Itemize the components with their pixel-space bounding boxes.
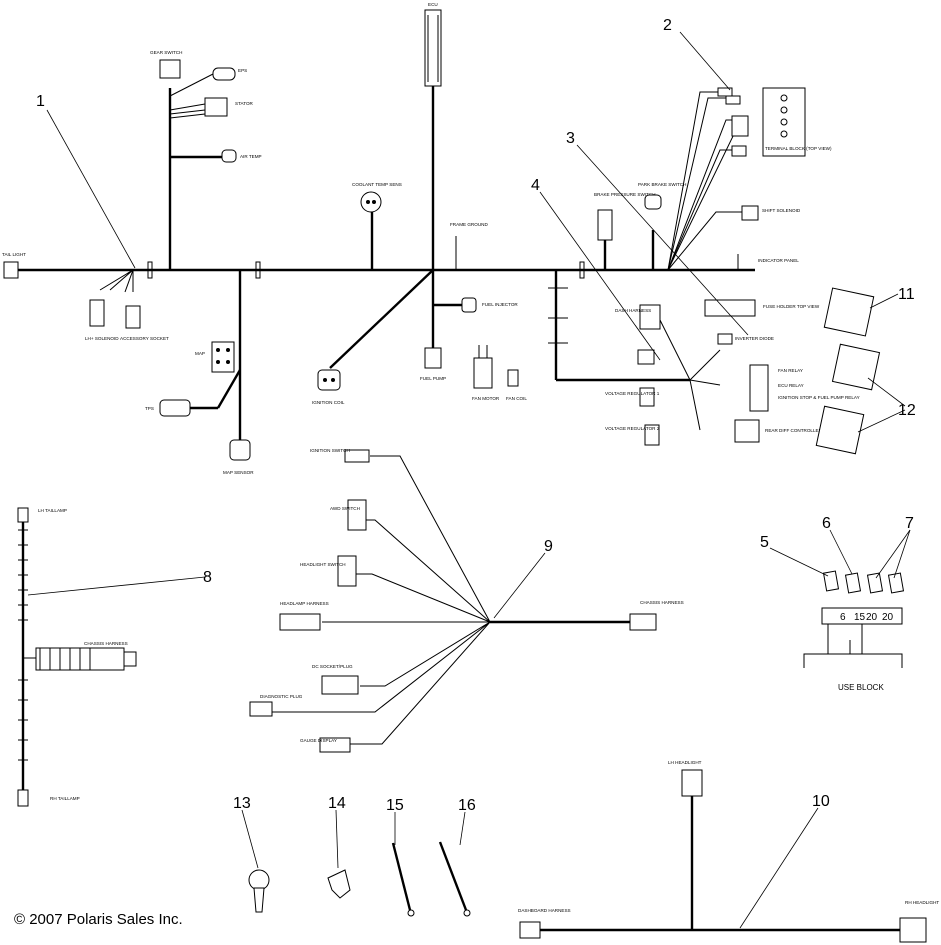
dc-socket-label: DC SOCKET/PLUG (312, 664, 353, 669)
ignition-coil: IGNITION COIL (312, 369, 345, 405)
fuel-pump-label: FUEL PUMP (420, 376, 446, 381)
shift-solenoid-label: SHIFT SOLENOID (762, 208, 801, 213)
ecu-connector: ECU (424, 2, 442, 87)
lh-taillamp-label: LH TAILLAMP (38, 508, 67, 513)
copyright-text: © 2007 Polaris Sales Inc. (14, 911, 183, 928)
gear-switch-group: GEAR SWITCH EPS STATOR AIR TEMP (150, 50, 262, 163)
indicator-panel-label: INDICATOR PANEL (758, 258, 799, 263)
fuse-value-3: 20 (866, 612, 878, 623)
voltage-reg-1-label: VOLTAGE REGULATOR 1 (605, 391, 660, 396)
loose-parts (248, 841, 471, 917)
park-brake-label: PARK BRAKE SWITCH (638, 182, 686, 187)
fan-relay-label: FAN RELAY (778, 368, 803, 373)
headlamp-harness-label: HEADLAMP HARNESS (280, 601, 329, 606)
fuse-value-1: 6 (840, 612, 846, 623)
callout-5: 5 (760, 534, 769, 551)
callout-leaders (46, 31, 911, 929)
map-tps-group: MAP TPS MAP SENSOR (145, 341, 254, 475)
callout-13: 13 (233, 795, 251, 812)
inverter-diode-label: INVERTER DIODE (735, 336, 774, 341)
callout-15: 15 (386, 797, 404, 814)
ignition-relay-label: IGNITION STOP & FUEL PUMP RELAY (778, 395, 860, 400)
accessory-socket-label: ACCESSORY SOCKET (120, 336, 169, 341)
diagnostic-plug-label: DIAGNOSTIC PLUG (260, 694, 303, 699)
fuel-injector: FUEL INJECTOR (461, 297, 518, 313)
headlight-harness: LH HEADLIGHT DASHBOARD HARNESS RH HEADLI… (518, 760, 939, 943)
tps-label: TPS (145, 406, 154, 411)
rear-diff-label: REAR DIFF CONTROLLER (765, 428, 823, 433)
frame-ground-label: FRAME GROUND (450, 222, 488, 227)
callout-11: 11 (898, 286, 915, 303)
lh-headlight-label: LH HEADLIGHT (668, 760, 702, 765)
awd-switch-label: AWD SWITCH (330, 506, 360, 511)
terminal-block-label: TERMINAL BLOCK (TOP VIEW) (765, 146, 832, 151)
callout-1: 1 (36, 93, 45, 110)
gear-switch-label: GEAR SWITCH (150, 50, 182, 55)
callout-12: 12 (898, 402, 916, 419)
callout-14: 14 (328, 795, 346, 812)
callout-9: 9 (544, 538, 553, 555)
tail-lamp-harness: LH TAILLAMP RH TAILLAMP CHASSIS HARNESS (17, 507, 206, 807)
dash-harness-9: CHASSIS HARNESS IGNITION SWITCH AWD SWIT… (249, 448, 684, 753)
rh-headlight-label: RH HEADLIGHT (905, 900, 939, 905)
callout-10: 10 (812, 793, 830, 810)
coolant-temp-sensor: COOLANT TEMP SENS (352, 182, 402, 213)
fuse-block: 6 15 20 20 USE BLOCK (803, 570, 905, 692)
lh-solenoid: LH+ SOLENOID ACCESSORY SOCKET (85, 269, 169, 341)
dashboard-harness-label: DASHBOARD HARNESS (518, 908, 571, 913)
headlight-switch-label: HEADLIGHT SWITCH (300, 562, 346, 567)
callout-numbers: 1 2 3 4 5 6 7 8 9 10 11 12 13 14 15 16 (36, 17, 916, 814)
fuse-value-2: 15 (854, 612, 866, 623)
voltage-reg-2-label: VOLTAGE REGULATOR 2 (605, 426, 660, 431)
brake-pressure-label: BRAKE PRESSURE SWITCH (594, 192, 656, 197)
ecu-label: ECU (428, 2, 438, 7)
callout-3: 3 (566, 130, 575, 147)
chassis-harness-label: CHASSIS HARNESS (84, 641, 128, 646)
rh-taillamp-label: RH TAILLAMP (50, 796, 80, 801)
main-harness-trunk (3, 85, 755, 440)
fuel-pump: FUEL PUMP (420, 347, 446, 381)
callout-6: 6 (822, 515, 831, 532)
map-sensor-label: MAP SENSOR (223, 470, 254, 475)
frame-ground: FRAME GROUND (450, 222, 488, 270)
fan-motor: FAN MOTOR FAN COIL (472, 345, 527, 401)
lh-solenoid-label: LH+ SOLENOID (85, 336, 119, 341)
relays (815, 287, 906, 455)
map-label: MAP (195, 351, 205, 356)
ecu-relay-label: ECU RELAY (778, 383, 804, 388)
ignition-switch-label: IGNITION SWITCH (310, 448, 350, 453)
fuse-holder-label: FUSE HOLDER TOP VIEW (763, 304, 820, 309)
callout-4: 4 (531, 177, 540, 194)
eps-label: EPS (238, 68, 247, 73)
stator-label: STATOR (235, 101, 254, 106)
terminal-wires: SHIFT SOLENOID TERMINAL BLOCK (TOP VIEW)… (667, 87, 832, 271)
fan-motor-label: FAN MOTOR (472, 396, 500, 401)
fuse-value-4: 20 (882, 612, 894, 623)
chassis-harness-right-label: CHASSIS HARNESS (640, 600, 684, 605)
tail-light-label: TAIL LIGHT (2, 252, 26, 257)
fuse-block-label: USE BLOCK (838, 683, 884, 692)
dash-harness-label: DASH HARNESS (615, 308, 651, 313)
callout-2: 2 (663, 17, 672, 34)
ignition-coil-label: IGNITION COIL (312, 400, 345, 405)
fuel-injector-label: FUEL INJECTOR (482, 302, 518, 307)
callout-8: 8 (203, 569, 212, 586)
air-temp-label: AIR TEMP (240, 154, 262, 159)
dash-area: DASH HARNESS FUSE HOLDER TOP VIEW INVERT… (548, 287, 860, 446)
coolant-temp-label: COOLANT TEMP SENS (352, 182, 402, 187)
callout-7: 7 (905, 515, 914, 532)
brake-switches: BRAKE PRESSURE SWITCH PARK BRAKE SWITCH (594, 182, 686, 241)
callout-16: 16 (458, 797, 476, 814)
fan-coil-label: FAN COIL (506, 396, 527, 401)
gauge-display-label: GAUGE DISPLAY (300, 738, 337, 743)
